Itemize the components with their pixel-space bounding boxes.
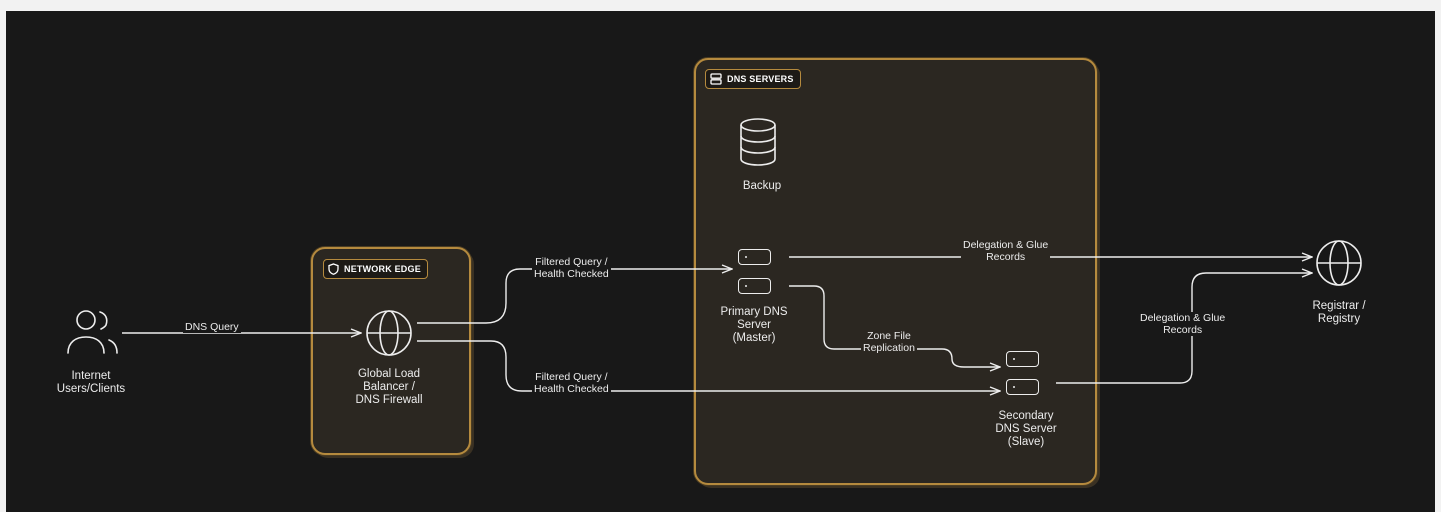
network-edge-group: NETWORK EDGE xyxy=(311,247,471,455)
clients-label: Internet Users/Clients xyxy=(56,370,126,395)
shield-icon xyxy=(328,263,339,275)
dns-servers-label: DNS SERVERS xyxy=(727,74,794,84)
backup-label: Backup xyxy=(742,180,782,192)
filtered-primary-label: Filtered Query / Health Checked xyxy=(532,256,611,280)
delegation-secondary-label: Delegation & Glue Records xyxy=(1138,312,1228,336)
zone-replication-label: Zone File Replication xyxy=(861,330,917,354)
edge-filtered-secondary xyxy=(417,340,1000,391)
edge-zone-replication xyxy=(789,285,1000,367)
secondary-server-label: Secondary DNS Server (Slave) xyxy=(995,410,1057,448)
registrar-label: Registrar / Registry xyxy=(1312,300,1366,325)
database-icon xyxy=(740,118,776,166)
edge-filtered-primary xyxy=(417,269,732,324)
primary-server-label: Primary DNS Server (Master) xyxy=(720,306,788,344)
filtered-secondary-label: Filtered Query / Health Checked xyxy=(532,371,611,395)
network-edge-tag: NETWORK EDGE xyxy=(323,259,428,279)
secondary-server-icon-lower xyxy=(1006,379,1039,395)
globe-icon xyxy=(366,310,412,356)
network-edge-label: NETWORK EDGE xyxy=(344,264,421,274)
delegation-primary-label: Delegation & Glue Records xyxy=(961,239,1051,263)
diagram-canvas: NETWORK EDGE DNS SERVERS xyxy=(6,11,1435,512)
connector-layer xyxy=(122,11,1435,512)
secondary-server-icon xyxy=(1006,351,1039,367)
dns-servers-tag: DNS SERVERS xyxy=(705,69,801,89)
load-balancer-label: Global Load Balancer / DNS Firewall xyxy=(355,368,423,406)
dns-query-label: DNS Query xyxy=(183,321,241,333)
dns-servers-group: DNS SERVERS xyxy=(694,58,1097,485)
server-stack-icon xyxy=(710,73,722,85)
users-icon xyxy=(67,310,118,354)
primary-server-icon-lower xyxy=(738,278,771,294)
primary-server-icon xyxy=(738,249,771,265)
globe-icon xyxy=(1316,240,1362,286)
